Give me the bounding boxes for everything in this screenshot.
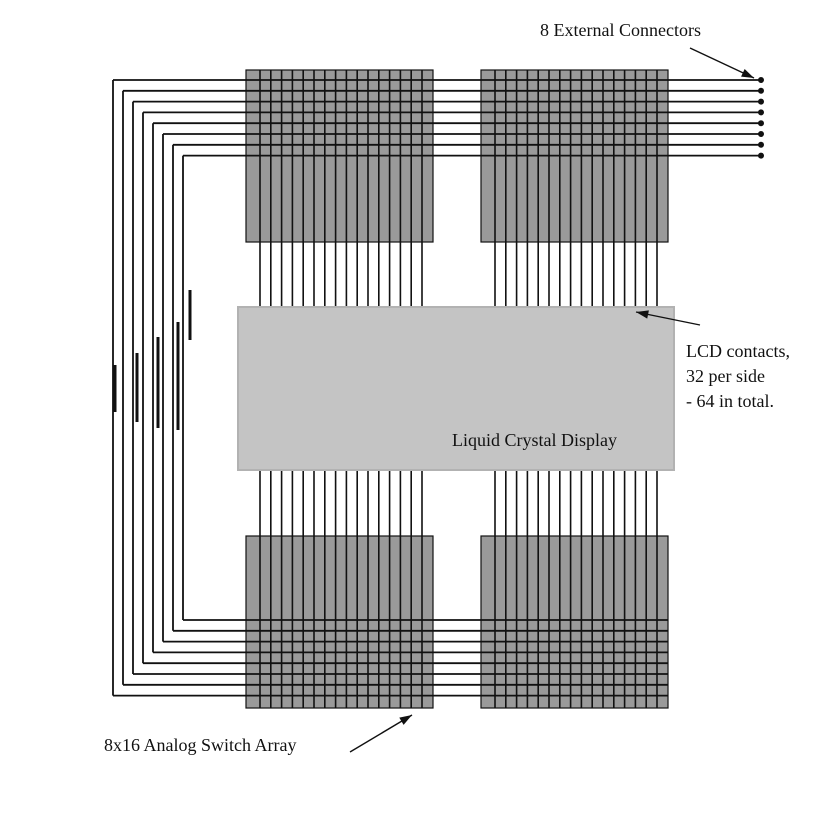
external-connector-dot (758, 152, 764, 159)
lcd-layer (237, 306, 675, 471)
wires-layer (112, 70, 764, 708)
liquid-crystal-display (237, 306, 675, 471)
lcd-contacts-label-line2: 32 per side (686, 366, 765, 386)
external-connector-dot (758, 131, 764, 137)
lcd-contacts-arrow-head (636, 310, 649, 319)
external-connectors-label: 8 External Connectors (540, 20, 701, 40)
external-connector-dot (758, 77, 764, 83)
boxes-layer (245, 69, 669, 709)
switch-array-arrow-head (399, 715, 412, 725)
external-connector-dot (758, 98, 764, 105)
external-connector-dot (758, 87, 764, 94)
external-connector-dot (758, 120, 764, 127)
switch-array-bottom-left (245, 535, 434, 709)
lcd-contacts-label-line3: - 64 in total. (686, 391, 774, 411)
lcd-contacts-label-line1: LCD contacts, (686, 341, 790, 361)
external-connector-dot (758, 141, 764, 148)
switch-array-label: 8x16 Analog Switch Array (104, 735, 296, 755)
connector-arrow-head (741, 68, 754, 78)
annotation-layer (349, 47, 755, 753)
external-connector-dot (758, 109, 764, 116)
switch-array-bottom-right (480, 535, 669, 709)
lcd-title: Liquid Crystal Display (452, 430, 617, 450)
